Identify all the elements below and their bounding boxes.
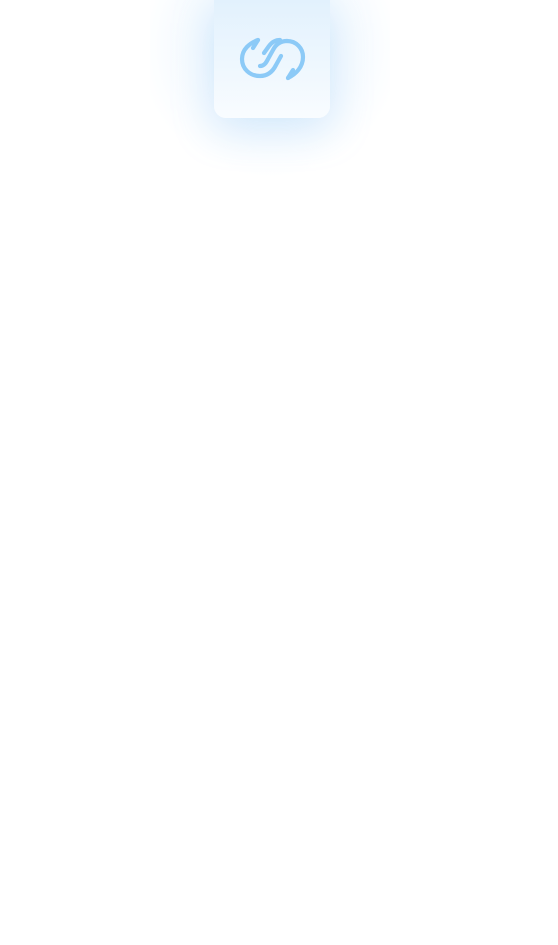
app-logo-tile (214, 0, 330, 118)
sync-link-logo-icon (239, 37, 306, 81)
